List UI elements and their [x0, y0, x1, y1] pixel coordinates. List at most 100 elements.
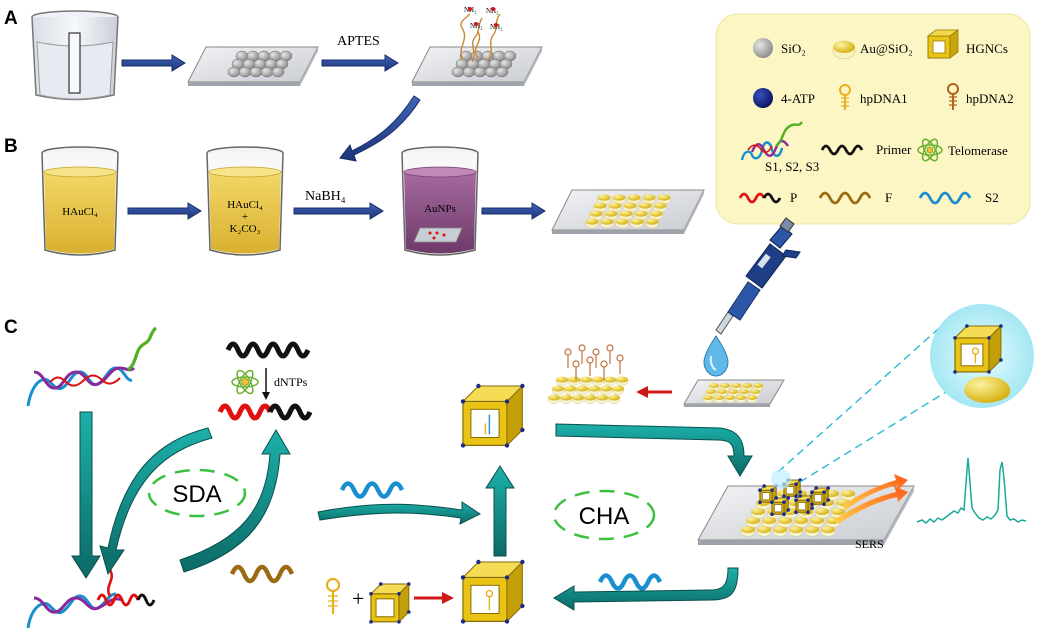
au-silica-sphere: [777, 517, 793, 528]
au-silica-sphere: [809, 517, 825, 528]
au-silica-sphere: [724, 395, 736, 404]
au-silica-sphere: [642, 194, 656, 205]
au-silica-sphere: [745, 517, 761, 528]
au-silica-sphere: [761, 517, 777, 528]
f-strand: [229, 564, 295, 584]
legend-label: S1, S2, S3: [765, 159, 819, 174]
au-silica-sphere: [713, 395, 725, 404]
legend-label: HGNCs: [966, 41, 1008, 56]
amine-label: NH₂: [470, 22, 483, 30]
beaker-label: HAuCl₄: [62, 206, 98, 218]
au-silica-sphere: [589, 210, 603, 221]
glass-substrate-icon: [683, 379, 785, 407]
silica-sphere: [484, 66, 498, 78]
sers-arrows: [834, 474, 908, 524]
beaker-icon: [401, 146, 479, 256]
s2-strand: [597, 573, 663, 591]
silica-sphere: [271, 66, 285, 78]
nabh4-label: NaBH₄: [305, 189, 346, 204]
zoom-bubble: [771, 304, 1034, 489]
silica-icon: [753, 38, 773, 58]
cha-arrow: [485, 465, 515, 557]
au-silica-sphere: [634, 210, 648, 221]
legend-label: P: [790, 190, 797, 205]
cha-arrow: [553, 567, 739, 611]
p-strand: [217, 403, 313, 421]
amine-label: NH₂: [490, 23, 503, 31]
hgnc-cube-icon: [794, 494, 814, 514]
cha-label: CHA: [579, 503, 630, 530]
hgnc-cube-icon: [926, 29, 960, 59]
au-silica-sphere: [814, 508, 830, 519]
hairpin-icon: [839, 84, 851, 110]
cha-arrow: [317, 501, 481, 525]
hairpin-icon: [600, 360, 608, 380]
s2-strand-icon: [918, 191, 972, 205]
triplex-dna-icon: [740, 121, 803, 161]
hgnc-cube-icon: [810, 486, 830, 507]
hairpin-icon: [606, 344, 614, 364]
hairpin-icon: [325, 577, 341, 614]
dntps-arrowhead: [262, 392, 270, 400]
sers-label: SERS: [855, 537, 884, 551]
legend-label: hpDNA1: [860, 91, 908, 106]
au-silica-icon: [832, 40, 856, 60]
au-silica-sphere: [608, 202, 622, 213]
hairpin-icon: [586, 356, 594, 376]
beaker-icon: [206, 146, 284, 256]
hairpin-icon: [564, 348, 572, 368]
dntps-label: dNTPs: [274, 375, 308, 389]
au-silica-sphere: [619, 210, 633, 221]
droplet-icon: [703, 335, 729, 377]
au-silica-sphere: [604, 210, 618, 221]
nabh4-arrow: [293, 202, 384, 220]
sda-cycle: [147, 468, 247, 518]
silica-sphere: [238, 66, 252, 78]
au-silica-sphere: [804, 526, 820, 537]
au-silica-sphere: [615, 218, 629, 229]
glass-substrate-icon: [551, 189, 705, 234]
legend-label: Telomerase: [948, 143, 1008, 158]
au-silica-sphere: [840, 490, 856, 501]
pipette-icon: [715, 217, 801, 335]
au-silica-sphere: [793, 517, 809, 528]
aptes-label: APTES: [337, 34, 380, 49]
hairpin-substrate: [547, 344, 629, 404]
primer-strand: [225, 341, 311, 359]
hairpin-icon: [947, 83, 959, 110]
beaker-label: K₂CO₃: [230, 223, 261, 235]
telomerase-icon: [231, 369, 259, 395]
process-arrow: [121, 54, 186, 72]
au-silica-sphere: [657, 194, 671, 205]
s2-strand: [339, 481, 405, 499]
hgnc-cube-icon: [460, 383, 525, 448]
f-strand-icon: [818, 191, 872, 205]
silica-sphere: [462, 66, 476, 78]
hairpin-icon: [572, 360, 580, 380]
spectrum-icon: [916, 457, 1027, 524]
primer-strand-icon: [820, 144, 864, 156]
au-silica-sphere: [600, 218, 614, 229]
silica-sphere: [451, 66, 465, 78]
sda-label: SDA: [172, 481, 221, 508]
hgnc-cube-icon: [369, 582, 411, 624]
aptes-chains: [460, 13, 501, 63]
au-silica-sphere: [740, 526, 756, 537]
au-silica-sphere: [788, 526, 804, 537]
hairpin-icon: [578, 344, 586, 364]
red-arrow: [636, 386, 672, 398]
process-arrow: [481, 202, 546, 220]
au-silica-sphere: [702, 395, 714, 404]
p-strand-icon: [738, 192, 782, 204]
au-silica-sphere: [772, 526, 788, 537]
aptes-substrate: NH₂ NH₂ NH₂ NH₂: [411, 6, 543, 86]
legend-label: SiO₂: [781, 41, 806, 56]
legend-label: hpDNA2: [966, 91, 1014, 106]
triplex-dna: [26, 326, 158, 407]
glass-substrate-icon: [187, 46, 319, 86]
sda-arrow: [99, 427, 213, 576]
hairpin-icon: [484, 414, 491, 435]
process-arrow-curved: [339, 95, 421, 162]
hairpin-icon: [971, 347, 980, 364]
